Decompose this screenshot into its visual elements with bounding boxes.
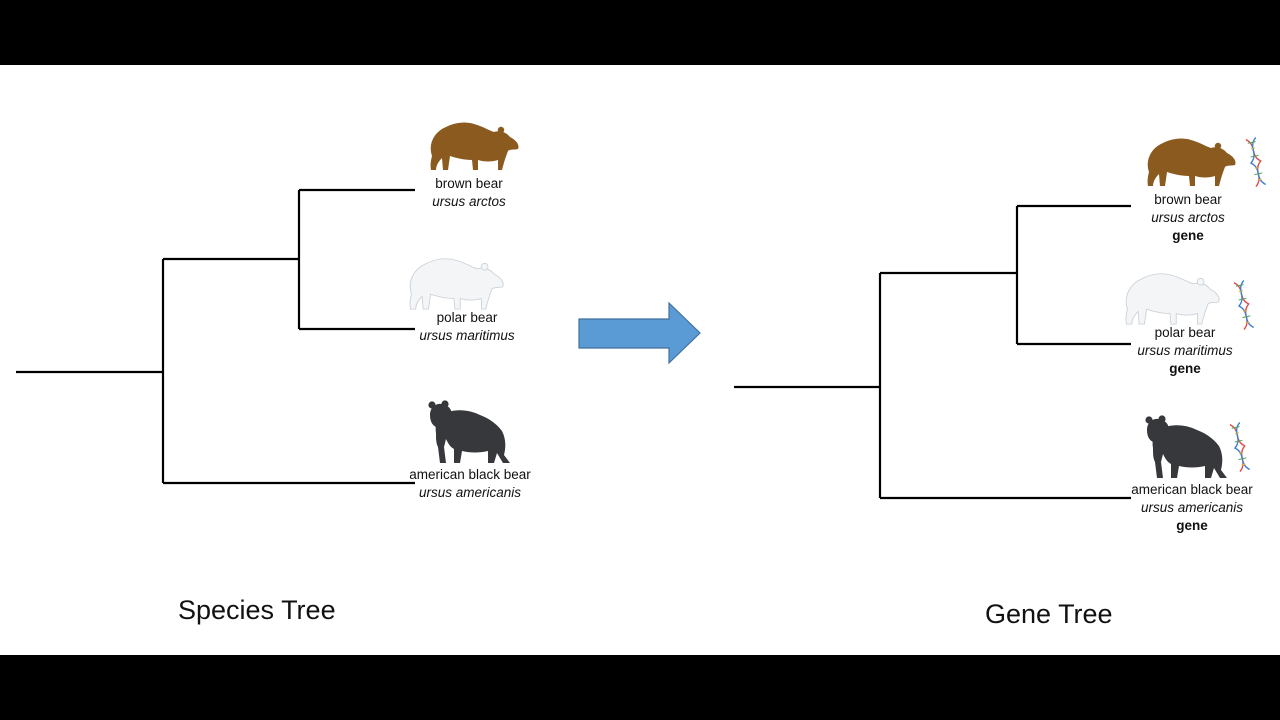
gene-label: gene (1176, 518, 1208, 533)
diagram-canvas (16, 122, 1267, 500)
black-bear-icon (428, 400, 510, 463)
common-name: polar bear (436, 310, 498, 325)
gene-label: gene (1169, 361, 1201, 376)
gene-taxon-label: brown bear ursus arctos gene (1151, 191, 1225, 245)
scientific-name: ursus maritimus (1137, 343, 1233, 358)
black-bear-icon (1145, 415, 1227, 478)
scientific-name: ursus maritimus (419, 328, 515, 343)
common-name: american black bear (409, 467, 531, 482)
gene-label: gene (1172, 228, 1204, 243)
species-tree-title: Species Tree (178, 595, 336, 625)
species-taxon-label: polar bear ursus maritimus (419, 309, 514, 345)
polar-bear-icon (409, 258, 504, 310)
common-name: american black bear (1131, 482, 1253, 497)
gene-tree-branches (734, 204, 1131, 500)
dna-helix-icon (1245, 136, 1267, 188)
dna-helix-icon (1233, 279, 1255, 331)
scientific-name: ursus arctos (1151, 210, 1225, 225)
slide: brown bear ursus arctos polar bear ursus… (0, 65, 1280, 655)
scientific-name: ursus americanis (418, 485, 522, 500)
scientific-name: ursus arctos (432, 194, 506, 209)
common-name: polar bear (1154, 325, 1216, 340)
dna-helix-icon (1229, 421, 1251, 473)
brown-bear-icon (430, 122, 519, 170)
species-taxon-label: american black bear ursus americanis (409, 466, 531, 502)
gene-taxon-label: american black bear ursus americanis gen… (1131, 481, 1253, 535)
common-name: brown bear (1154, 192, 1222, 207)
polar-bear-icon (1125, 273, 1220, 325)
gene-tree-title: Gene Tree (985, 599, 1113, 629)
right-arrow-icon (578, 301, 701, 365)
species-taxon-label: brown bear ursus arctos (432, 175, 506, 211)
scientific-name: ursus americanis (1140, 500, 1244, 515)
species-tree-branches (16, 188, 415, 485)
common-name: brown bear (435, 176, 503, 191)
brown-bear-icon (1147, 138, 1236, 186)
gene-taxon-label: polar bear ursus maritimus gene (1137, 324, 1232, 378)
